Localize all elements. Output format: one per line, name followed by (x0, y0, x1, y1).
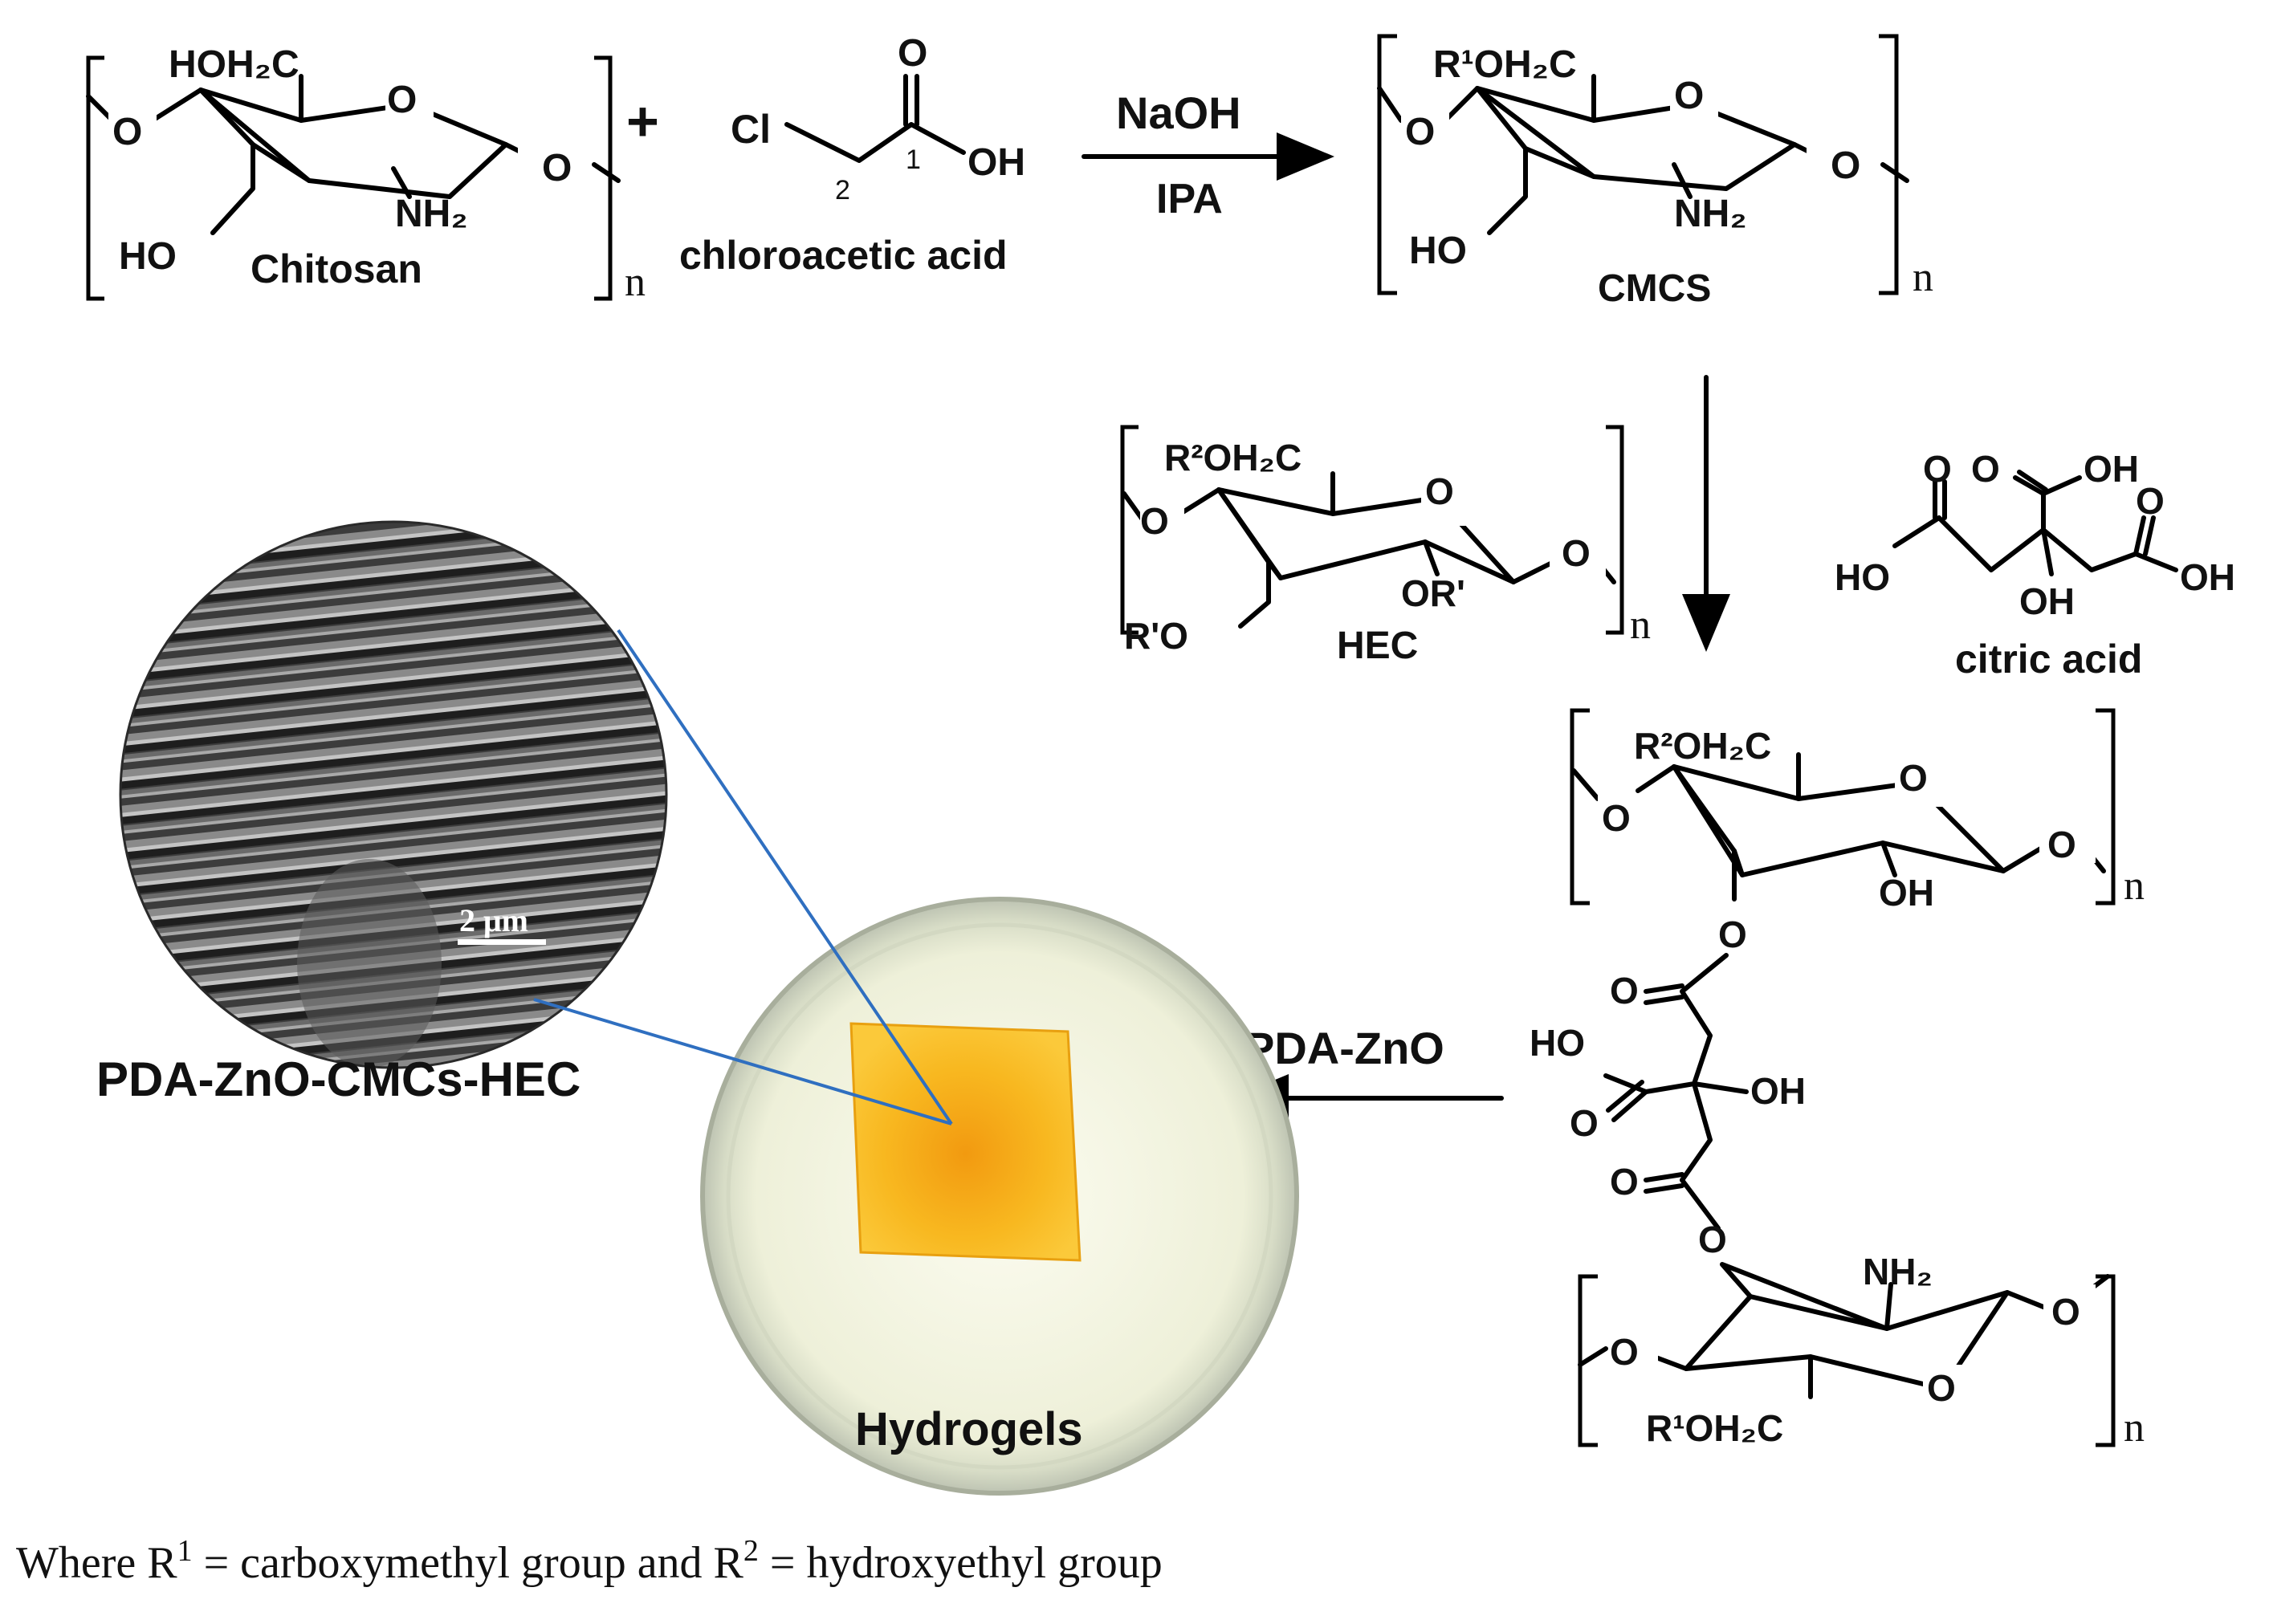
glycosidic-oxygen: O (1831, 144, 1860, 187)
repeat-n: n (625, 259, 646, 305)
ho-label: HO (119, 235, 177, 278)
repeat-n: n (1913, 254, 1933, 300)
chloroacetic-acid-label: chloroacetic acid (679, 233, 1008, 278)
r2oh2c-label: R²OH₂C (1634, 725, 1771, 767)
chloroacetic-acid-structure: Cl O OH 1 2 chloroacetic acid (679, 32, 1025, 278)
zoom-line (617, 629, 953, 1125)
footnote: Where R1 = carboxymethyl group and R2 = … (16, 1534, 1163, 1588)
step3-arrow: PDA-ZnO (1231, 1023, 1504, 1122)
hydroxyl-label: OH (2084, 448, 2139, 490)
ho-label: HO (1835, 556, 1890, 598)
ring-oxygen: O (1927, 1367, 1956, 1409)
pda-zno-reagent: PDA-ZnO (1244, 1023, 1444, 1073)
footnote-text: = carboxymethyl group and R (193, 1538, 744, 1588)
ester-oxygen: O (1698, 1219, 1727, 1260)
scale-bar-label: 2 μm (459, 902, 528, 938)
carbonyl-oxygen: O (1610, 1161, 1639, 1203)
cmcs-label: CMCS (1598, 267, 1711, 310)
hydroxyl-label: OH (967, 141, 1025, 184)
hydrogel-photo: Hydrogels (700, 897, 1299, 1496)
oxygen: O (1971, 448, 2000, 490)
glycosidic-oxygen: O (1562, 532, 1591, 574)
hydroxyl-label: OH (2180, 556, 2235, 598)
sem-image: 2 μm PDA-ZnO-CMCs-HEC (96, 520, 953, 1125)
repeat-n: n (1630, 602, 1651, 648)
citric-acid-structure: O O OH O HO OH OH citric acid (1835, 448, 2235, 682)
glycosidic-oxygen: O (1405, 111, 1435, 153)
scale-bar (458, 939, 546, 945)
ring-oxygen: O (387, 79, 417, 121)
glycosidic-oxygen: O (1140, 500, 1169, 542)
hec-label: HEC (1337, 625, 1418, 667)
or-prime-label: OR' (1401, 572, 1465, 614)
nh2-label: NH₂ (1674, 193, 1747, 235)
oxygen: O (2136, 480, 2165, 522)
glycosidic-oxygen: O (2051, 1291, 2080, 1333)
ho-label: HO (1409, 230, 1467, 272)
glycosidic-oxygen: O (1610, 1331, 1639, 1373)
nh2-label: NH₂ (1863, 1251, 1933, 1292)
ring-oxygen: O (1899, 757, 1928, 799)
plus-sign: + (626, 90, 659, 153)
r1oh2c-label: R¹OH₂C (1646, 1407, 1783, 1449)
glycosidic-oxygen: O (542, 147, 572, 189)
carbonyl-oxygen: O (1570, 1102, 1599, 1144)
sem-sample-label: PDA-ZnO-CMCs-HEC (96, 1052, 580, 1106)
r-prime-o-label: R'O (1124, 615, 1188, 657)
footnote-text: = hydroxyethyl group (759, 1538, 1163, 1588)
cmcs-structure: R¹OH₂C O NH₂ HO O O CMCS n (1377, 34, 1933, 310)
zoom-line (533, 998, 952, 1125)
hec-structure: R²OH₂C O OR' R'O O O HEC n (1120, 425, 1651, 667)
ester-oxygen: O (1718, 914, 1747, 955)
glycosidic-oxygen: O (2047, 824, 2076, 865)
ipa-solvent: IPA (1156, 176, 1223, 222)
ho-label: HO (1530, 1022, 1585, 1064)
footnote-text: Where R (16, 1538, 177, 1588)
citric-acid-label: citric acid (1955, 637, 2142, 682)
crosslinked-product-structure: R²OH₂C O OH O O n O O HO OH O O O (1530, 708, 2145, 1451)
glycosidic-oxygen: O (112, 111, 142, 153)
footnote-superscript: 1 (177, 1534, 193, 1568)
r1oh2c-label: R¹OH₂C (1433, 43, 1577, 86)
naoh-reagent: NaOH (1116, 88, 1241, 138)
step1-arrow: NaOH IPA (1082, 88, 1334, 222)
carbon-1-number: 1 (906, 144, 921, 175)
carbon-2-number: 2 (835, 175, 850, 206)
r2oh2c-label: R²OH₂C (1164, 437, 1302, 478)
footnote-superscript: 2 (743, 1534, 759, 1568)
hydroxyl-label: OH (2019, 580, 2075, 622)
chitosan-label: Chitosan (251, 246, 422, 291)
repeat-n: n (2124, 1405, 2145, 1451)
carbonyl-oxygen: O (898, 32, 927, 75)
oxygen: O (1923, 448, 1952, 490)
hoh2c-label: HOH₂C (169, 43, 299, 86)
hydroxyl-label: OH (1879, 872, 1934, 914)
chlorine-label: Cl (731, 107, 771, 152)
hydroxyl-label: OH (1750, 1070, 1806, 1112)
ring-oxygen: O (1674, 75, 1704, 117)
ring-oxygen: O (1425, 470, 1454, 512)
carbonyl-oxygen: O (1610, 970, 1639, 1011)
hydrogels-label: Hydrogels (855, 1403, 1083, 1455)
chitosan-structure: HOH₂C O NH₂ HO O O Chitosan n (86, 43, 646, 305)
glycosidic-oxygen: O (1602, 797, 1631, 839)
repeat-n: n (2124, 863, 2145, 909)
nh2-label: NH₂ (395, 193, 468, 235)
